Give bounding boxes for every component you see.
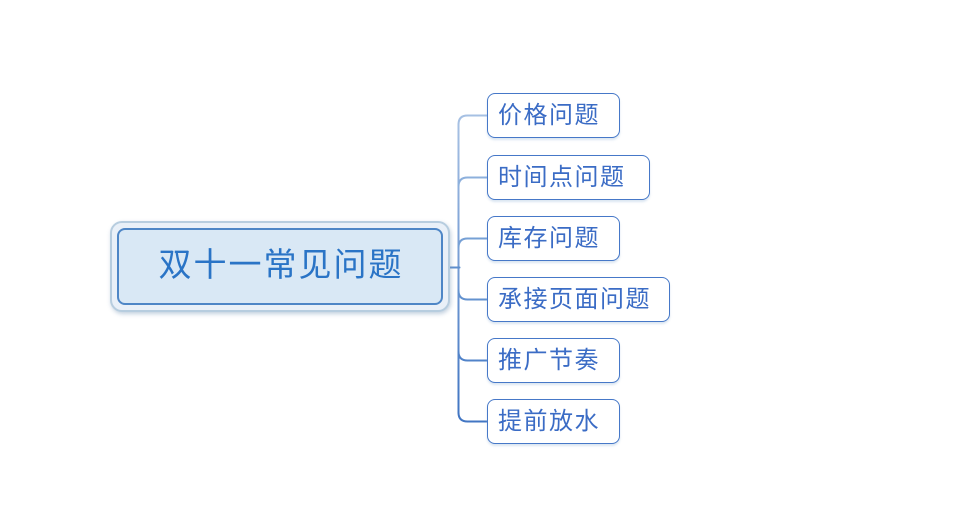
child-node-label: 承接页面问题 bbox=[498, 286, 651, 313]
child-node-price-issue[interactable]: 价格问题 bbox=[487, 93, 620, 138]
connector-branch-5 bbox=[457, 350, 488, 362]
child-node-promotion-pace[interactable]: 推广节奏 bbox=[487, 338, 620, 383]
child-node-label: 推广节奏 bbox=[498, 347, 600, 374]
child-node-label: 库存问题 bbox=[498, 225, 600, 252]
child-node-label: 时间点问题 bbox=[498, 164, 626, 191]
root-node[interactable]: 双十一常见问题 bbox=[110, 221, 450, 312]
child-node-early-discount[interactable]: 提前放水 bbox=[487, 399, 620, 444]
connector-branch-1 bbox=[457, 114, 488, 126]
root-node-body: 双十一常见问题 bbox=[117, 228, 443, 305]
child-node-label: 价格问题 bbox=[498, 102, 600, 129]
child-node-inventory-issue[interactable]: 库存问题 bbox=[487, 216, 620, 261]
connector-branch-6 bbox=[457, 411, 488, 423]
connector-branch-3 bbox=[457, 237, 488, 249]
root-node-label: 双十一常见问题 bbox=[158, 248, 404, 284]
child-node-timing-issue[interactable]: 时间点问题 bbox=[487, 155, 650, 200]
connector-branch-4 bbox=[457, 289, 488, 301]
child-node-landing-page-issue[interactable]: 承接页面问题 bbox=[487, 277, 670, 322]
connector-branch-2 bbox=[457, 176, 488, 188]
child-node-label: 提前放水 bbox=[498, 408, 600, 435]
